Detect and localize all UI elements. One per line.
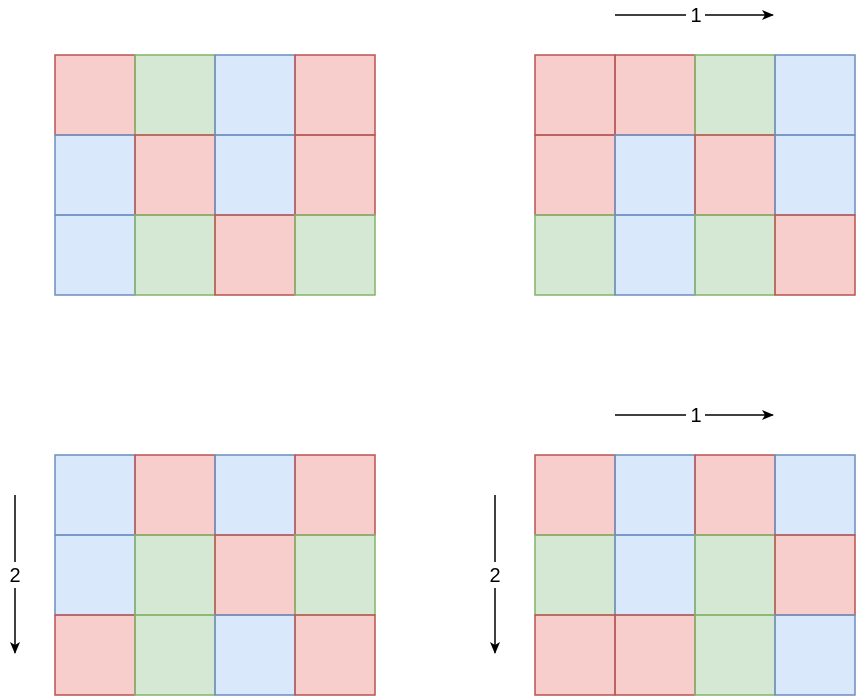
grid-cell-blue	[215, 135, 295, 215]
grid-shift-both	[534, 454, 856, 696]
grid-cell-blue	[55, 455, 135, 535]
grid-cell-green	[135, 215, 215, 295]
grid-cell-red	[615, 615, 695, 695]
grid-cell-green	[695, 55, 775, 135]
grid-cell-blue	[615, 535, 695, 615]
grid-cell-blue	[775, 455, 855, 535]
grid-cell-green	[695, 615, 775, 695]
grid-cell-red	[775, 215, 855, 295]
grid-cell-blue	[215, 455, 295, 535]
grid-cell-green	[135, 615, 215, 695]
grid-cell-red	[695, 455, 775, 535]
grid-cell-blue	[615, 455, 695, 535]
grid-cell-blue	[215, 55, 295, 135]
grid-cell-red	[55, 55, 135, 135]
grid-cell-green	[295, 535, 375, 615]
arrow-label-2: 2	[9, 565, 20, 587]
grid-cell-red	[295, 455, 375, 535]
grid-cell-red	[135, 135, 215, 215]
grid-cell-green	[295, 215, 375, 295]
grid-cell-red	[295, 135, 375, 215]
grid-cell-green	[695, 215, 775, 295]
grid-layer	[54, 54, 856, 696]
grid-original	[54, 54, 376, 296]
grid-cell-red	[135, 455, 215, 535]
grid-cell-blue	[215, 615, 295, 695]
grid-cell-red	[535, 135, 615, 215]
grid-cell-blue	[55, 215, 135, 295]
grid-cell-border	[294, 214, 376, 296]
grid-shift-vertical	[54, 454, 376, 696]
grid-cell-blue	[615, 135, 695, 215]
grid-cell-red	[615, 55, 695, 135]
arrow-label-1: 1	[690, 405, 701, 427]
grid-cell-border	[294, 614, 376, 696]
grid-cell-green	[695, 535, 775, 615]
arrow-bottom-right-horizontal: 1	[615, 405, 774, 427]
arrow-top-right-horizontal: 1	[615, 5, 774, 27]
grid-cell-blue	[615, 215, 695, 295]
grid-cell-blue	[775, 615, 855, 695]
grid-cell-red	[215, 215, 295, 295]
grid-shift-horizontal	[534, 54, 856, 296]
grid-cell-red	[695, 135, 775, 215]
grid-cell-border	[774, 614, 856, 696]
grid-cell-red	[295, 615, 375, 695]
arrow-label-2: 2	[489, 565, 500, 587]
grid-cell-blue	[775, 135, 855, 215]
arrow-bottom-left-vertical: 2	[9, 495, 21, 654]
grid-cell-green	[135, 55, 215, 135]
grid-cell-blue	[55, 135, 135, 215]
grid-cell-green	[135, 535, 215, 615]
grid-cell-border	[774, 214, 856, 296]
grid-cell-red	[215, 535, 295, 615]
grid-cell-blue	[55, 535, 135, 615]
grid-cell-green	[535, 535, 615, 615]
grid-cell-blue	[775, 55, 855, 135]
grid-cell-green	[535, 215, 615, 295]
grid-cell-red	[295, 55, 375, 135]
grid-cell-red	[775, 535, 855, 615]
grid-cell-red	[535, 615, 615, 695]
arrow-label-1: 1	[690, 5, 701, 27]
grid-cell-red	[55, 615, 135, 695]
arrow-bottom-right-vertical: 2	[489, 495, 501, 654]
grid-cell-red	[535, 455, 615, 535]
grid-cell-red	[535, 55, 615, 135]
